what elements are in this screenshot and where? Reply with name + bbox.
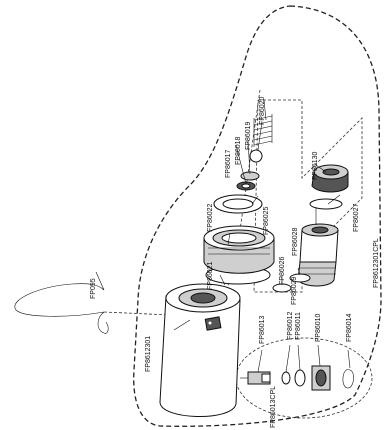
- valve-pin-fp86013: [240, 371, 271, 385]
- nut-fp86022: [203, 225, 275, 274]
- label-fp86130: FP86130: [312, 151, 319, 180]
- spring-fp86020: [253, 114, 273, 147]
- label-fp86029: FP86029: [291, 276, 298, 305]
- label-fp86020: FP86020: [259, 96, 266, 125]
- assembly-boundary: [133, 5, 382, 427]
- o-ring-fp86012: [281, 371, 291, 385]
- wire-clip-fp095: [14, 271, 109, 334]
- label-fp8612301: FP8612301: [145, 336, 152, 372]
- label-fp86021: FP86021: [207, 261, 214, 290]
- leader-lines: [173, 99, 351, 373]
- label-fp86028: FP86028: [292, 227, 299, 256]
- label-fp86017: FP86017: [225, 149, 232, 178]
- label-fp86026: FP86026: [279, 256, 286, 285]
- circlip-fp86014: [342, 369, 354, 389]
- label-fp86022: FP86022: [207, 203, 214, 232]
- seal-fp86011: [294, 369, 306, 387]
- washer-fp86025: [213, 194, 263, 214]
- bushing-fp86010: [311, 365, 331, 391]
- cap-nut-fp86130: [311, 164, 349, 193]
- label-fp86018: FP86018: [235, 136, 242, 165]
- ball-fp86019: [249, 149, 263, 163]
- leader-clip-body: [103, 311, 171, 316]
- label-fp86014: FP86014: [346, 313, 353, 342]
- label-fp86010: FP86010: [315, 313, 322, 342]
- o-ring-fp86027: [309, 198, 343, 210]
- label-fp86027: FP86027: [353, 203, 360, 232]
- label-fp86012: FP86012: [287, 311, 294, 340]
- label-fp86013: FP86013: [259, 315, 266, 344]
- label-fp86013cpl: FP86013CPL: [270, 386, 277, 428]
- label-fp86019: FP86019: [245, 121, 252, 150]
- main-body-fp8612301: [159, 283, 241, 418]
- label-fp86011: FP86011: [295, 312, 302, 340]
- label-fp8612301cpl: FP8612301CPL: [373, 238, 380, 288]
- label-fp86025: FP86025: [263, 206, 270, 235]
- label-fp095: FP095: [90, 278, 97, 299]
- subassembly-box-right: [253, 99, 363, 293]
